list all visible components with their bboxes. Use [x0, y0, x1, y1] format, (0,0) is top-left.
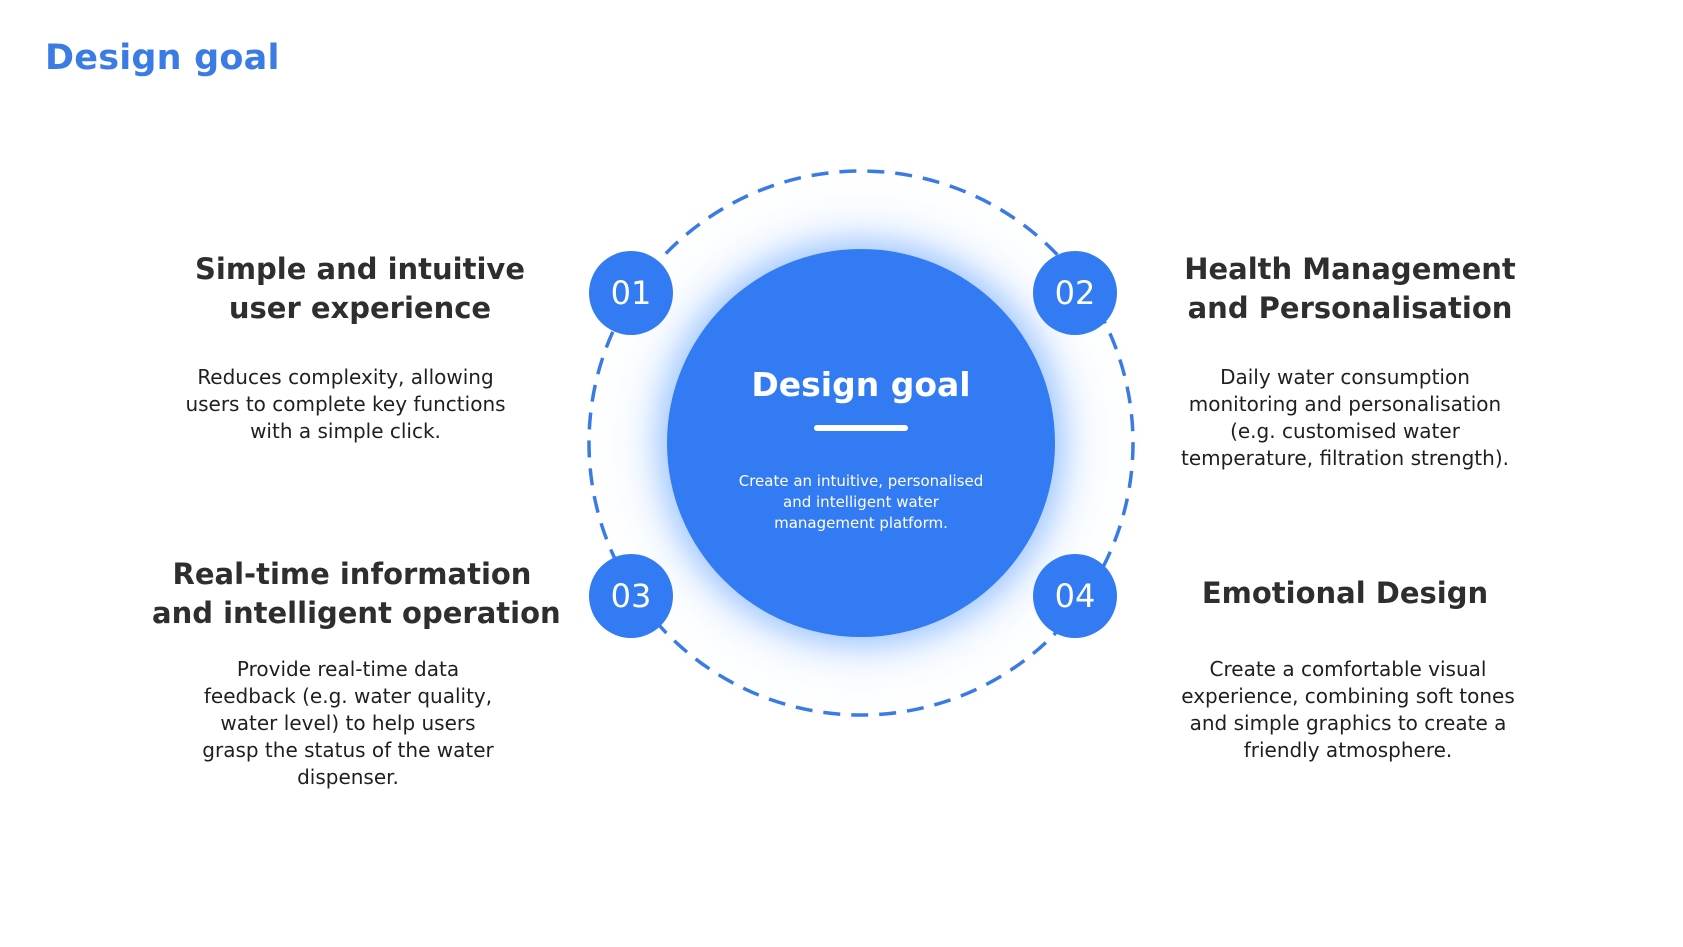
- goal-block-02: Health Management and Personalisation: [1170, 250, 1530, 328]
- badge-04: 04: [1033, 554, 1117, 638]
- goal-title-line1: Real-time information: [172, 557, 532, 591]
- goal-title-line2: and intelligent operation: [152, 596, 561, 630]
- goal-description-02: Daily water consumption monitoring and p…: [1181, 365, 1509, 470]
- badge-02: 02: [1033, 251, 1117, 335]
- center-circle: Design goal Create an intuitive, persona…: [667, 249, 1055, 637]
- goal-title-line1: Health Management: [1184, 252, 1516, 286]
- center-description: Create an intuitive, personalised and in…: [738, 472, 984, 532]
- goal-title-line2: user experience: [228, 291, 492, 325]
- goal-block-04: Emotional Design: [1170, 574, 1520, 613]
- center-title: Design goal: [751, 365, 971, 404]
- badge-03: 03: [589, 554, 673, 638]
- goal-description-04: Create a comfortable visual experience, …: [1181, 657, 1515, 762]
- center-divider: [814, 425, 908, 431]
- badge-01: 01: [589, 251, 673, 335]
- goal-title-line1: Simple and intuitive: [195, 252, 525, 286]
- page-title: Design goal: [45, 38, 280, 78]
- goal-description-03: Provide real-time data feedback (e.g. wa…: [202, 657, 494, 789]
- goal-description-01: Reduces complexity, allowing users to co…: [185, 365, 506, 443]
- goal-block-01: Simple and intuitive user experience: [180, 250, 540, 328]
- goal-title-line1: Emotional Design: [1201, 576, 1489, 610]
- goal-block-03: Real-time information and intelligent op…: [152, 555, 561, 633]
- goal-title-line2: and Personalisation: [1187, 291, 1513, 325]
